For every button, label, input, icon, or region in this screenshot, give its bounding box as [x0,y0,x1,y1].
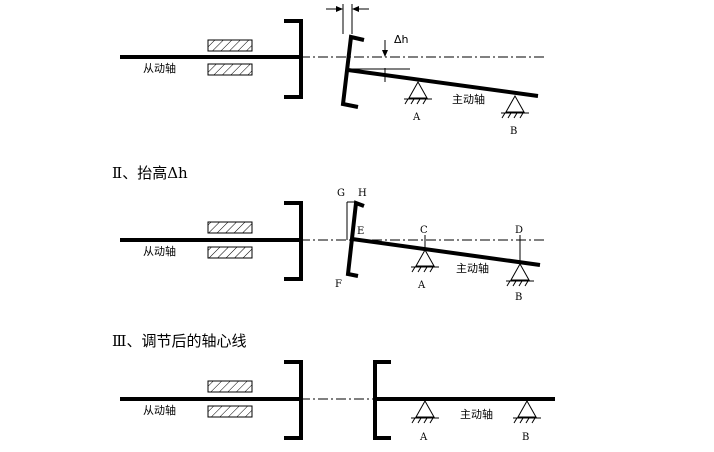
driven-shaft-label: 从动轴 [143,403,176,417]
point-g-label: G [337,188,345,199]
point-h-label: H [358,188,367,199]
bearing-upper [207,380,253,393]
driving-shaft-label: 主动轴 [452,92,485,106]
bearing-lower [207,246,253,259]
gap-arrowhead-left [336,6,343,12]
bearing-upper [207,39,253,52]
driven-shaft-label: 从动轴 [143,244,176,258]
support-a-label: A [417,280,426,291]
support-a-label: A [412,112,421,123]
support-b-label: B [522,432,529,443]
support-b [506,262,534,287]
delta-h-arrowhead [382,50,388,57]
support-a [411,248,439,273]
bearing-lower [207,63,253,76]
driven-coupling-half [284,19,303,99]
panel-3: Ⅲ、调节后的轴心线 从动轴 主动轴 A B [112,332,555,443]
driven-shaft-label: 从动轴 [143,61,176,75]
point-f-label: F [335,279,342,290]
point-d-label: D [515,225,523,236]
panel-1: Δh 从动轴 主动轴 A B [120,4,545,137]
driving-shaft-label: 主动轴 [460,407,493,421]
driven-coupling-half [284,360,303,440]
bearing-upper [207,221,253,234]
driving-shaft-label: 主动轴 [456,261,489,275]
driven-coupling-half [284,201,303,281]
support-b [513,399,541,424]
driving-coupling-half [345,200,365,278]
support-a-label: A [419,432,428,443]
driving-shaft [347,68,539,98]
gap-arrowhead-right [352,6,359,12]
support-a [411,399,439,424]
point-c-label: C [420,225,428,236]
support-b-label: B [510,126,517,137]
delta-h-label: Δh [394,33,409,46]
point-e-label: E [357,226,364,237]
panel-3-heading: Ⅲ、调节后的轴心线 [112,332,246,350]
support-b [501,94,529,119]
support-b-label: B [515,292,522,303]
panel-2: Ⅱ、抬高Δh 从动轴 主动轴 G H E F C D A B [112,164,545,303]
panel-2-heading: Ⅱ、抬高Δh [112,164,188,182]
driving-shaft [351,237,541,267]
support-a [404,80,432,105]
driving-coupling-half [340,34,365,109]
bearing-lower [207,405,253,418]
